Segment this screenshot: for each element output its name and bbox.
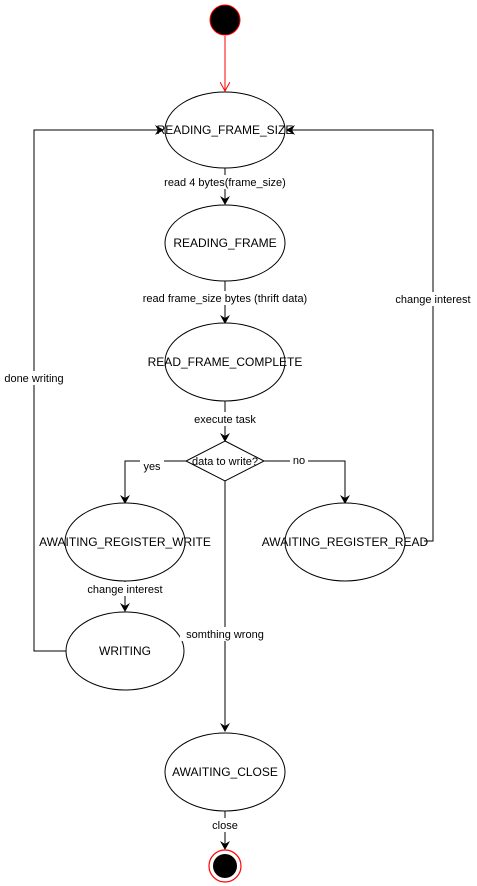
- start-node: [209, 4, 241, 36]
- edge-yes: [120, 460, 186, 504]
- state-label: READ_FRAME_COMPLETE: [148, 355, 303, 369]
- label-no: no: [293, 455, 305, 467]
- state-writing: WRITING: [65, 611, 185, 691]
- label-done-writing: done writing: [4, 373, 63, 385]
- label-somthing-wrong: somthing wrong: [186, 629, 264, 641]
- label-change-interest-write: change interest: [87, 584, 162, 596]
- state-label: AWAITING_REGISTER_WRITE: [39, 535, 211, 549]
- decision-label: data to write?: [192, 456, 258, 468]
- state-awaiting-register-read: AWAITING_REGISTER_READ: [262, 502, 429, 582]
- edge-change-interest-read: [286, 125, 434, 542]
- state-reading-frame: READING_FRAME: [164, 204, 286, 282]
- decision-data-to-write: data to write?: [184, 440, 266, 482]
- end-node: [208, 849, 242, 883]
- label-read-4-bytes: read 4 bytes(frame_size): [164, 177, 286, 189]
- state-reading-frame-size: READING_FRAME_SIZE: [157, 91, 294, 169]
- edge-no: [264, 460, 350, 504]
- state-label: AWAITING_CLOSE: [172, 765, 278, 779]
- state-read-frame-complete: READ_FRAME_COMPLETE: [148, 322, 303, 402]
- state-label: AWAITING_REGISTER_READ: [262, 535, 429, 549]
- label-close: close: [212, 820, 238, 832]
- label-read-frame-size-bytes: read frame_size bytes (thrift data): [143, 293, 307, 305]
- label-execute-task: execute task: [194, 414, 256, 426]
- edge-labels: read 4 bytes(frame_size) read frame_size…: [0, 175, 476, 832]
- state-awaiting-register-write: AWAITING_REGISTER_WRITE: [39, 502, 211, 582]
- state-label: READING_FRAME_SIZE: [157, 123, 294, 137]
- state-awaiting-close: AWAITING_CLOSE: [164, 732, 286, 812]
- state-label: WRITING: [99, 644, 151, 658]
- edge-done-writing: [33, 125, 164, 652]
- state-label: READING_FRAME: [173, 236, 276, 250]
- label-change-interest-read: change interest: [395, 294, 470, 306]
- label-yes: yes: [143, 461, 161, 473]
